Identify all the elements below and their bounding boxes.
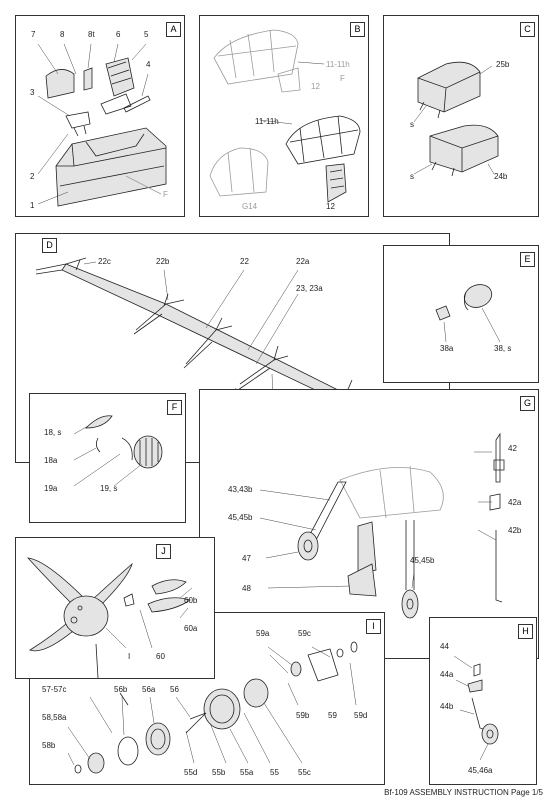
panel-c: C 25b s s 24b bbox=[383, 15, 539, 217]
panel-f-badge: F bbox=[167, 400, 182, 415]
label-s-2: s bbox=[410, 172, 414, 181]
label-38a: 38a bbox=[440, 344, 454, 353]
label-44b: 44b bbox=[440, 702, 454, 711]
label-2: 2 bbox=[30, 172, 35, 181]
label-59b: 59b bbox=[296, 711, 310, 720]
label-22b: 22b bbox=[156, 257, 170, 266]
label-59a: 59a bbox=[256, 629, 270, 638]
label-44: 44 bbox=[440, 642, 449, 651]
panel-g-badge: G bbox=[520, 396, 535, 411]
label-3: 3 bbox=[30, 88, 35, 97]
panel-i-badge: I bbox=[366, 619, 381, 634]
page-footer: Bf-109 ASSEMBLY INSTRUCTION Page 1/5 bbox=[384, 788, 543, 797]
label-56: 56 bbox=[170, 685, 179, 694]
label-s-1: s bbox=[410, 120, 414, 129]
panel-j: J 60b 60a 60 I bbox=[15, 537, 215, 679]
label-19a: 19a bbox=[44, 484, 58, 493]
label-7: 7 bbox=[31, 30, 36, 39]
landing-gear-drawing bbox=[259, 432, 505, 619]
label-18-s: 18, s bbox=[44, 428, 62, 437]
propeller-drawing bbox=[26, 557, 193, 679]
label-58b: 58b bbox=[42, 741, 56, 750]
label-60a: 60a bbox=[184, 624, 198, 633]
label-45-46a: 45,46a bbox=[468, 766, 493, 775]
label-43-43b: 43,43b bbox=[228, 485, 253, 494]
label-45-45b-left: 45,45b bbox=[228, 513, 253, 522]
radiator-drawing bbox=[73, 415, 163, 487]
label-56a: 56a bbox=[142, 685, 156, 694]
label-g14: G14 bbox=[242, 202, 258, 211]
label-1: 1 bbox=[30, 201, 35, 210]
label-57-57c: 57-57c bbox=[42, 685, 67, 694]
panel-a: A 7 8 8t 6 5 4 3 2 1 F bbox=[15, 15, 185, 217]
panel-b-badge: B bbox=[350, 22, 365, 37]
label-59c: 59c bbox=[298, 629, 311, 638]
tail-wheel-drawing bbox=[453, 655, 499, 761]
label-55d: 55d bbox=[184, 768, 198, 777]
label-22c: 22c bbox=[98, 257, 111, 266]
label-25b: 25b bbox=[496, 60, 510, 69]
label-12: 12 bbox=[326, 202, 335, 211]
engine-drawing bbox=[67, 641, 358, 774]
panel-h-badge: H bbox=[518, 624, 533, 639]
label-59d: 59d bbox=[354, 711, 368, 720]
label-42: 42 bbox=[508, 444, 517, 453]
label-4: 4 bbox=[146, 60, 151, 69]
panel-f: F 18, s 18a 19a 19, s bbox=[29, 393, 186, 523]
label-60b: 60b bbox=[184, 596, 198, 605]
label-55: 55 bbox=[270, 768, 279, 777]
label-f-grey: F bbox=[340, 74, 345, 83]
label-55b: 55b bbox=[212, 768, 226, 777]
label-11-11h: 11-11h bbox=[255, 117, 279, 126]
panel-e: E 38a 38, s bbox=[383, 245, 539, 383]
spinner-drawing bbox=[435, 284, 501, 343]
label-55c: 55c bbox=[298, 768, 311, 777]
panel-a-badge: A bbox=[166, 22, 181, 37]
label-22: 22 bbox=[240, 257, 249, 266]
label-18a: 18a bbox=[44, 456, 58, 465]
cockpit-tub-drawing bbox=[37, 43, 167, 207]
panel-h: H 44 44a 44b 45,46a bbox=[429, 617, 537, 785]
label-i: I bbox=[128, 652, 131, 661]
label-23-23a: 23, 23a bbox=[296, 284, 323, 293]
cowling-drawing bbox=[413, 61, 499, 177]
label-24b: 24b bbox=[494, 172, 508, 181]
label-47: 47 bbox=[242, 554, 251, 563]
label-45-45b-right: 45,45b bbox=[410, 556, 435, 565]
label-42a: 42a bbox=[508, 498, 522, 507]
panel-e-badge: E bbox=[520, 252, 535, 267]
label-55a: 55a bbox=[240, 768, 254, 777]
label-f: F bbox=[163, 190, 168, 199]
label-6: 6 bbox=[116, 30, 121, 39]
label-56b: 56b bbox=[114, 685, 128, 694]
label-58-58a: 58,58a bbox=[42, 713, 67, 722]
label-5: 5 bbox=[144, 30, 149, 39]
label-19-s: 19, s bbox=[100, 484, 118, 493]
label-60: 60 bbox=[156, 652, 165, 661]
label-59: 59 bbox=[328, 711, 337, 720]
label-12-grey: 12 bbox=[311, 82, 320, 91]
label-48: 48 bbox=[242, 584, 251, 593]
label-11-11h-grey: 11-11h bbox=[326, 60, 350, 69]
label-8: 8 bbox=[60, 30, 65, 39]
panel-d-badge: D bbox=[42, 238, 57, 253]
label-42b: 42b bbox=[508, 526, 522, 535]
label-8t: 8t bbox=[88, 30, 95, 39]
label-38-s: 38, s bbox=[494, 344, 512, 353]
canopy-drawing bbox=[209, 29, 361, 203]
label-22a: 22a bbox=[296, 257, 310, 266]
panel-b: B 11-11h F 12 11-11h G14 12 bbox=[199, 15, 369, 217]
panel-c-badge: C bbox=[520, 22, 535, 37]
panel-j-badge: J bbox=[156, 544, 171, 559]
label-44a: 44a bbox=[440, 670, 454, 679]
